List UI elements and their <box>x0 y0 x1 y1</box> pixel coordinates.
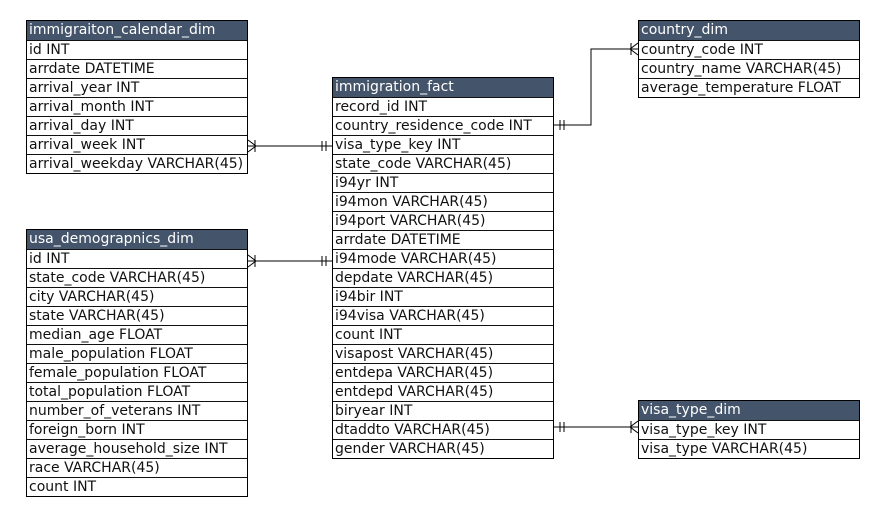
entity-field: biryear INT <box>333 401 553 420</box>
entity-field: average_temperature FLOAT <box>639 78 859 97</box>
entity-field: i94visa VARCHAR(45) <box>333 306 553 325</box>
entity-field: female_population FLOAT <box>27 363 247 382</box>
entity-title: visa_type_dim <box>639 401 859 420</box>
entity-field: count INT <box>27 477 247 496</box>
entity-field: i94bir INT <box>333 287 553 306</box>
relationship-country-fact <box>554 48 638 126</box>
entity-title: immigraiton_calendar_dim <box>27 21 247 40</box>
entity-field: id INT <box>27 40 247 59</box>
entity-field: entdepd VARCHAR(45) <box>333 382 553 401</box>
entity-field: arrival_week INT <box>27 135 247 154</box>
entity-field: record_id INT <box>333 97 553 116</box>
entity-field: visa_type VARCHAR(45) <box>639 439 859 458</box>
entity-field: state VARCHAR(45) <box>27 306 247 325</box>
entity-field: state_code VARCHAR(45) <box>333 154 553 173</box>
entity-field: number_of_veterans INT <box>27 401 247 420</box>
entity-field: arrival_year INT <box>27 78 247 97</box>
entity-field: total_population FLOAT <box>27 382 247 401</box>
entity-field: city VARCHAR(45) <box>27 287 247 306</box>
entity-field: entdepa VARCHAR(45) <box>333 363 553 382</box>
entity-field: arrdate DATETIME <box>333 230 553 249</box>
entity-field: id INT <box>27 249 247 268</box>
entity-field: arrival_month INT <box>27 97 247 116</box>
entity-field: median_age FLOAT <box>27 325 247 344</box>
entity-field: arrival_weekday VARCHAR(45) <box>27 154 247 173</box>
entity-field: country_residence_code INT <box>333 116 553 135</box>
entity-field: visapost VARCHAR(45) <box>333 344 553 363</box>
entity-field: i94mon VARCHAR(45) <box>333 192 553 211</box>
entity-field: race VARCHAR(45) <box>27 458 247 477</box>
entity-title: usa_demograpnics_dim <box>27 230 247 249</box>
entity-field: country_code INT <box>639 40 859 59</box>
entity-field: visa_type_key INT <box>333 135 553 154</box>
entity-field: average_household_size INT <box>27 439 247 458</box>
entity-field: country_name VARCHAR(45) <box>639 59 859 78</box>
entity-field: visa_type_key INT <box>639 420 859 439</box>
entity-field: state_code VARCHAR(45) <box>27 268 247 287</box>
entity-field: male_population FLOAT <box>27 344 247 363</box>
entity-field: i94mode VARCHAR(45) <box>333 249 553 268</box>
entity-field: dtaddto VARCHAR(45) <box>333 420 553 439</box>
entity-field: arrival_day INT <box>27 116 247 135</box>
entity-field: foreign_born INT <box>27 420 247 439</box>
entity-field: gender VARCHAR(45) <box>333 439 553 458</box>
entity-field: count INT <box>333 325 553 344</box>
entity-field: i94yr INT <box>333 173 553 192</box>
entity-title: immigration_fact <box>333 78 553 97</box>
entity-field: i94port VARCHAR(45) <box>333 211 553 230</box>
entity-field: depdate VARCHAR(45) <box>333 268 553 287</box>
entity-title: country_dim <box>639 21 859 40</box>
entity-field: arrdate DATETIME <box>27 59 247 78</box>
